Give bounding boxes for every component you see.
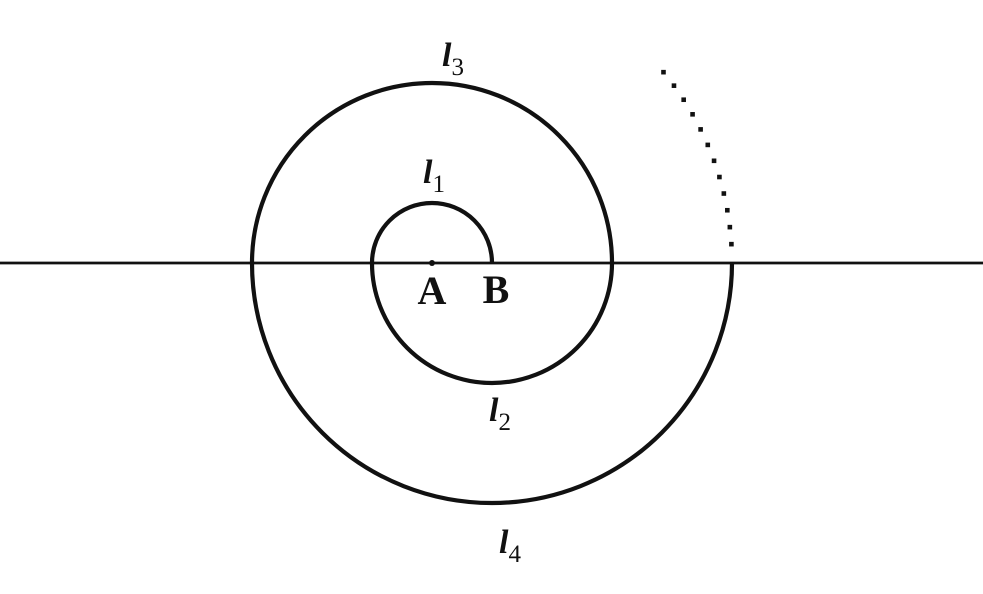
label-l1: l1 <box>423 154 445 198</box>
dotted-arc-dot <box>711 158 717 164</box>
label-l4: l4 <box>499 524 521 568</box>
label-l4-letter: l <box>499 524 509 561</box>
label-point-A: A <box>418 268 447 313</box>
dotted-continuation-arc <box>661 69 734 247</box>
label-l3-letter: l <box>442 37 452 74</box>
semicircle-l3 <box>249 80 615 264</box>
label-l2: l2 <box>489 392 511 436</box>
label-l1-subscript: 1 <box>432 171 445 198</box>
semicircle-l4 <box>249 262 735 506</box>
label-l1-letter: l <box>423 154 433 191</box>
dotted-arc-dot <box>705 142 711 148</box>
label-l4-subscript: 4 <box>508 541 521 568</box>
dotted-arc-dot <box>661 69 666 75</box>
dotted-arc-dot <box>698 127 703 132</box>
dotted-arc-dot <box>725 207 730 213</box>
semicircle-l1 <box>369 200 495 264</box>
point-A-dot <box>429 260 435 266</box>
dotted-arc-dot <box>717 174 722 180</box>
label-l2-subscript: 2 <box>498 409 511 436</box>
label-l3: l3 <box>442 37 464 81</box>
label-l3-subscript: 3 <box>451 54 464 81</box>
dotted-arc-dot <box>681 97 686 103</box>
dotted-arc-dot <box>727 224 733 230</box>
dotted-arc-dot <box>721 191 727 196</box>
dotted-arc-dot <box>690 112 695 117</box>
dotted-arc-dot <box>729 241 734 247</box>
label-l2-letter: l <box>489 392 499 429</box>
label-point-B: B <box>483 267 510 312</box>
dotted-arc-dot <box>671 83 677 88</box>
semicircle-l2 <box>369 262 615 386</box>
